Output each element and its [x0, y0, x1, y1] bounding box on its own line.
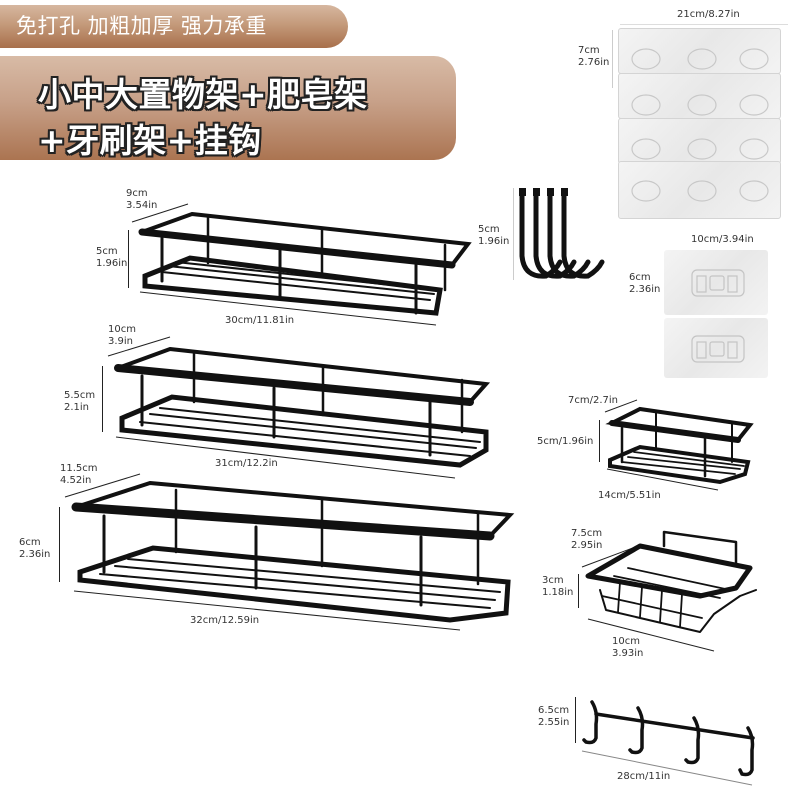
height-cm: 5.5cm: [64, 390, 96, 401]
pads-large-height: 7cm 2.76in: [578, 45, 609, 69]
adhesive-pad-stack: [618, 25, 781, 219]
depth-in: 3.54in: [126, 200, 158, 211]
height-in: 2.76in: [578, 57, 610, 68]
height-cm: 7cm: [578, 45, 600, 56]
depth-in: 3.9in: [108, 336, 134, 347]
height-in: 1.96in: [96, 258, 128, 269]
soap-dish-height-line: [578, 574, 579, 608]
medium-shelf-depth: 10cm 3.9in: [108, 324, 136, 348]
adhesive-pad: [618, 73, 781, 119]
pads-small-height: 6cm 2.36in: [629, 272, 660, 296]
depth-cm: 9cm: [126, 188, 148, 199]
pads-height-line: [612, 30, 613, 88]
toothbrush-rack-width: 14cm/5.51in: [598, 490, 661, 501]
soap-dish-depth: 7.5cm 2.95in: [571, 528, 602, 552]
title-banner: 小中大置物架+肥皂架 +牙刷架+挂钩: [0, 56, 456, 160]
large-shelf-height: 6cm 2.36in: [19, 537, 50, 561]
toothbrush-rack-height-line: [599, 420, 600, 462]
adhesive-hook-mounts-icon: [631, 48, 769, 202]
height-in: 1.96in: [478, 236, 510, 247]
soap-dish-height: 3cm 1.18in: [542, 575, 573, 599]
height-cm: 5cm: [96, 246, 118, 257]
large-shelf-width: 32cm/12.59in: [190, 615, 260, 626]
width-cm: 10cm: [612, 636, 640, 647]
depth-cm: 10cm: [108, 324, 136, 335]
depth-cm: 7.5cm: [571, 528, 603, 539]
feature-banner: 免打孔 加粗加厚 强力承重: [0, 5, 348, 48]
large-shelf-height-line: [59, 507, 60, 582]
width-in: 3.93in: [612, 648, 644, 659]
soap-dish-width: 10cm 3.93in: [612, 636, 643, 660]
height-cm: 6cm: [629, 272, 651, 283]
small-shelf-width: 30cm/11.81in: [225, 315, 295, 326]
adhesive-pad: [618, 161, 781, 219]
depth-in: 4.52in: [60, 475, 92, 486]
height-in: 2.36in: [629, 284, 661, 295]
pads-large-width: 21cm/8.27in: [677, 9, 740, 20]
small-shelf-height-line: [128, 230, 129, 288]
height-cm: 5cm: [478, 224, 500, 235]
hook-rail-height: 6.5cm 2.55in: [538, 705, 569, 729]
medium-shelf-height-line: [102, 366, 103, 432]
toothbrush-rack-height: 5cm/1.96in: [537, 436, 594, 447]
depth-in: 2.95in: [571, 540, 603, 551]
depth-cm: 11.5cm: [60, 463, 98, 474]
small-shelf-height: 5cm 1.96in: [96, 246, 127, 270]
height-in: 2.1in: [64, 402, 90, 413]
pads-width-line: [620, 24, 788, 25]
s-hooks-height-line: [513, 188, 514, 280]
small-shelf-depth: 9cm 3.54in: [126, 188, 157, 212]
medium-shelf-height: 5.5cm 2.1in: [64, 390, 95, 414]
large-shelf-depth: 11.5cm 4.52in: [60, 463, 98, 487]
height-cm: 6.5cm: [538, 705, 570, 716]
s-hooks-height: 5cm 1.96in: [478, 224, 509, 248]
medium-shelf-width: 31cm/12.2in: [215, 458, 278, 469]
height-in: 1.18in: [542, 587, 574, 598]
adhesive-pad-small: [664, 250, 768, 315]
height-cm: 6cm: [19, 537, 41, 548]
adhesive-pad-small: [664, 318, 768, 378]
height-in: 2.36in: [19, 549, 51, 560]
feature-text: 免打孔 加粗加厚 强力承重: [16, 14, 267, 38]
height-in: 2.55in: [538, 717, 570, 728]
pads-small-width: 10cm/3.94in: [691, 234, 754, 245]
hook-rail-height-line: [575, 697, 576, 743]
title-line-1: 小中大置物架+肥皂架: [38, 75, 368, 114]
title-line-2: +牙刷架+挂钩: [38, 121, 262, 160]
hook-rail-width: 28cm/11in: [617, 771, 671, 782]
adhesive-pad: [618, 28, 781, 74]
toothbrush-rack-depth: 7cm/2.7in: [568, 395, 618, 406]
height-cm: 3cm: [542, 575, 564, 586]
